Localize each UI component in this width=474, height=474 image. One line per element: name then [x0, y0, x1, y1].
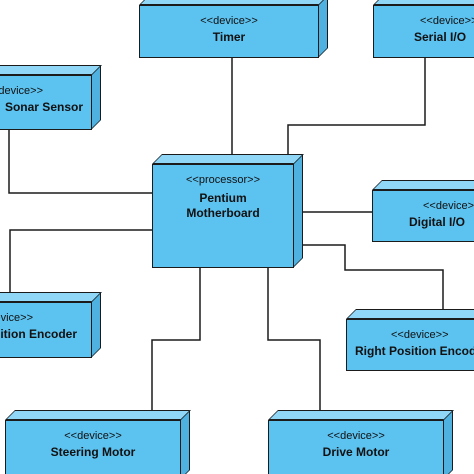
node-front: <<device>> Position Encoder — [0, 302, 92, 358]
connector-serial-io — [287, 58, 426, 163]
node-front: <<device>> Digital I/O — [372, 190, 474, 242]
node-top — [152, 154, 304, 164]
node-front: <<device>> Steering Motor — [5, 420, 181, 474]
node-stereotype: <<device>> — [0, 85, 43, 97]
node-label: Drive Motor — [322, 445, 390, 459]
connector-steering-motor — [151, 268, 201, 420]
node-side — [91, 292, 101, 358]
connector-left-encoder — [9, 229, 152, 300]
node-front: <<device>> Drive Motor — [268, 420, 444, 474]
node-label: Position Encoder — [0, 327, 77, 341]
node-front: <<processor>> Pentium Motherboard — [152, 164, 294, 268]
node-side — [293, 154, 303, 268]
node-front: <<device>> Sonar Sensor — [0, 75, 92, 130]
node-label-line1: Pentium — [199, 191, 247, 205]
node-top — [0, 65, 102, 75]
node-side — [318, 0, 328, 58]
node-stereotype: <<device>> — [0, 312, 33, 324]
node-top — [346, 309, 474, 319]
node-top — [0, 292, 102, 302]
node-label: Right Position Encoder — [355, 344, 474, 358]
node-stereotype: <<device>> — [64, 430, 122, 442]
node-top — [268, 410, 454, 420]
node-side — [443, 410, 453, 474]
node-front: <<device>> Right Position Encoder — [346, 319, 474, 371]
node-stereotype: <<device>> — [423, 200, 474, 212]
connector-drive-motor — [267, 268, 321, 420]
node-front: <<device>> Timer — [139, 5, 319, 58]
node-label: Timer — [212, 30, 246, 44]
node-label: Sonar Sensor — [4, 100, 83, 114]
connector-right-encoder — [303, 244, 444, 310]
node-stereotype: <<device>> — [327, 430, 385, 442]
node-label: Serial I/O — [414, 30, 467, 44]
node-stereotype: <<device>> — [391, 329, 449, 341]
node-side — [180, 410, 190, 474]
node-side — [91, 65, 101, 130]
node-stereotype: <<processor>> — [186, 174, 260, 186]
connector-sonar-sensor — [8, 130, 152, 194]
node-stereotype: <<device>> — [200, 15, 258, 27]
node-label-line2: Motherboard — [186, 206, 260, 220]
node-top — [5, 410, 191, 420]
node-label: Steering Motor — [50, 445, 136, 459]
node-top — [372, 180, 474, 190]
node-stereotype: <<device>> — [420, 15, 474, 27]
node-label: Digital I/O — [409, 215, 466, 229]
node-front: <<device>> Serial I/O — [373, 5, 474, 58]
